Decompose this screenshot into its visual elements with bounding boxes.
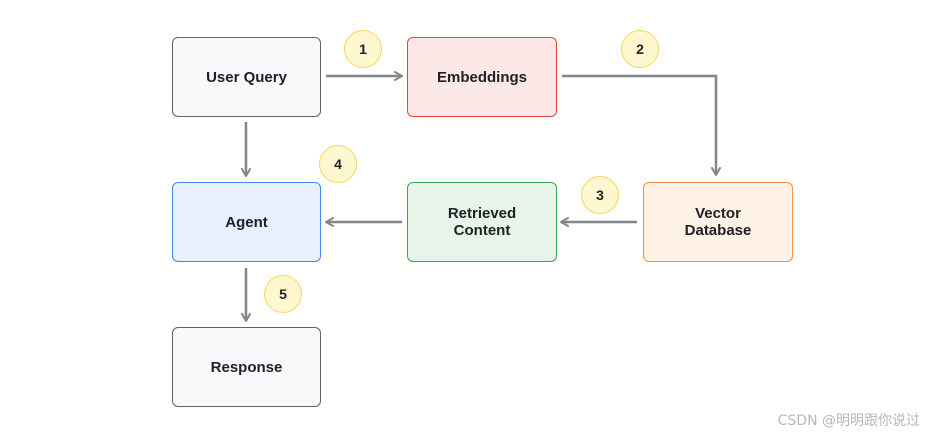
- node-user-query: User Query: [172, 37, 321, 117]
- step-badge-2: 2: [621, 30, 659, 68]
- node-response: Response: [172, 327, 321, 407]
- node-response-label: Response: [210, 358, 283, 376]
- watermark: CSDN @明明跟你说过: [777, 413, 920, 429]
- step-badge-1-label: 1: [359, 41, 367, 57]
- step-badge-5: 5: [264, 275, 302, 313]
- node-vector-database-label: Vector Database: [684, 205, 752, 239]
- node-embeddings-label: Embeddings: [436, 68, 527, 86]
- step-badge-4: 4: [319, 145, 357, 183]
- step-badge-3-label: 3: [596, 187, 604, 203]
- node-agent: Agent: [172, 182, 321, 262]
- node-embeddings: Embeddings: [407, 37, 557, 117]
- node-user-query-label: User Query: [206, 68, 287, 86]
- node-retrieved-content-label: Retrieved Content: [447, 205, 517, 239]
- step-badge-3: 3: [581, 176, 619, 214]
- edge-embeddings-to-vector-database: [562, 74, 721, 176]
- node-retrieved-content: Retrieved Content: [407, 182, 557, 262]
- step-badge-1: 1: [344, 30, 382, 68]
- step-badge-2-label: 2: [636, 41, 644, 57]
- node-agent-label: Agent: [225, 213, 268, 231]
- node-vector-database: Vector Database: [643, 182, 793, 262]
- step-badge-5-label: 5: [279, 286, 287, 302]
- step-badge-4-label: 4: [334, 156, 342, 172]
